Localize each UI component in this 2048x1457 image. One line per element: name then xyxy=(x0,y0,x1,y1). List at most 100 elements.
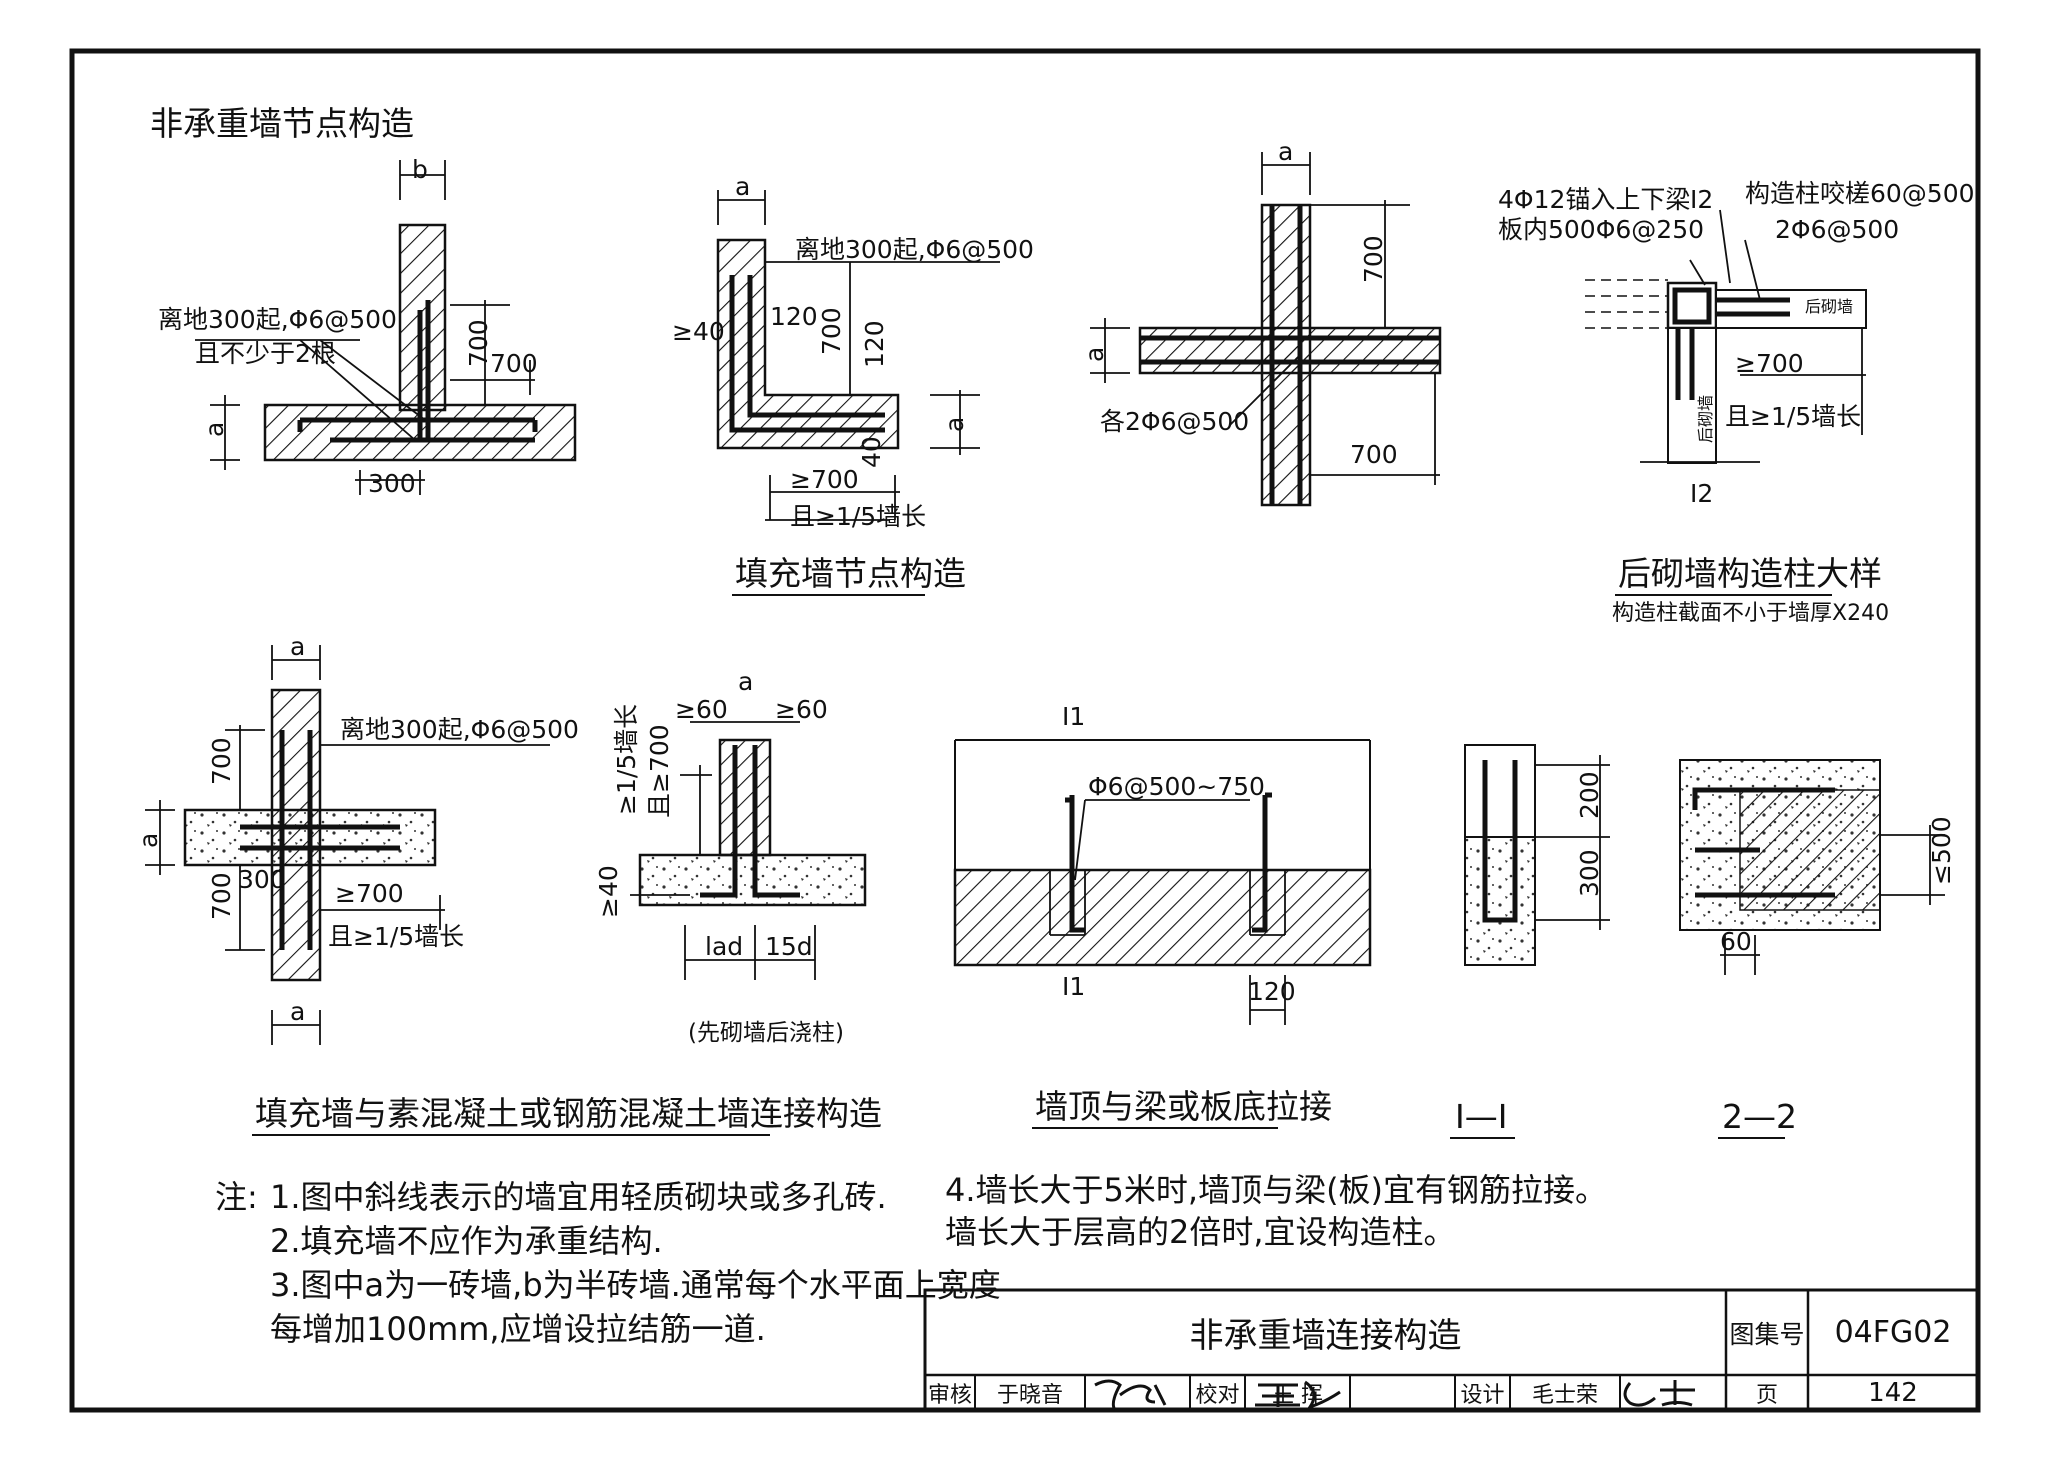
dim-a-top: a xyxy=(290,632,305,661)
dim-700-horizontal: 700 xyxy=(1350,440,1398,469)
dim-700: 700 xyxy=(817,307,846,355)
column-note: 构造柱咬槎60@500 xyxy=(1745,179,1975,208)
design-label: 设计 xyxy=(1460,1382,1505,1408)
note-2: 2.填充墙不应作为承重结构. xyxy=(270,1222,663,1260)
wall-right xyxy=(1715,289,1867,329)
wall-l-shape xyxy=(716,238,900,450)
wall-label-bottom: 后砌墙 xyxy=(1696,395,1715,443)
beam xyxy=(1464,744,1536,838)
checker-name: 王 挥 xyxy=(1272,1382,1323,1408)
detail-infill-concrete-cross: a 离地300起,Φ6@500 700 a 300 700 ≥700 且≥1/5… xyxy=(134,632,579,1045)
section-mark-top: I2 xyxy=(1690,185,1713,214)
wall-vertical xyxy=(718,738,772,857)
dim-200: 200 xyxy=(1575,771,1604,819)
signature-designer xyxy=(1623,1380,1695,1407)
caption-column: 后砌墙构造柱大样 xyxy=(1618,554,1882,593)
note-4a: 4.墙长大于5米时,墙顶与梁(板)宜有钢筋拉接。 xyxy=(945,1171,1608,1209)
dim-60: 60 xyxy=(1720,927,1752,956)
tie-note-2: 且不少于2根 xyxy=(195,339,336,368)
section-mark-bottom: I1 xyxy=(1062,972,1085,1001)
title-block-frame xyxy=(923,1288,1980,1412)
page-label: 页 xyxy=(1755,1382,1778,1408)
drawing-title: 非承重墙连接构造 xyxy=(1189,1316,1462,1356)
anchor-note-1: 4Φ12锚入上下梁 xyxy=(1498,185,1690,214)
caption-section-2: 2—2 xyxy=(1722,1097,1797,1136)
note-3b: 每增加100mm,应增设拉结筋一道. xyxy=(270,1310,766,1348)
dim-120: 120 xyxy=(1248,977,1296,1006)
dim-a-left: a xyxy=(134,833,163,848)
note-4b: 墙长大于层高的2倍时,宜设构造柱。 xyxy=(945,1213,1456,1251)
wall-label-right: 后砌墙 xyxy=(1805,297,1853,316)
dim-ge40: ≥40 xyxy=(594,865,623,918)
check-label: 校对 xyxy=(1195,1382,1240,1408)
caption-post-poured: (先砌墙后浇柱) xyxy=(688,1020,844,1046)
note-3a: 3.图中a为一砖墙,b为半砖墙.通常每个水平面上宽度 xyxy=(270,1266,1001,1304)
detail-post-poured-column: ≥60 a ≥60 ≥1/5墙长 且≥700 ≥40 lad 15d (先砌墙后… xyxy=(594,667,867,1046)
dim-120-b: 120 xyxy=(860,320,889,368)
tie-note: 离地300起,Φ6@500 xyxy=(795,235,1034,264)
dim-60-right: ≥60 xyxy=(775,695,828,724)
wall-section xyxy=(1464,836,1536,966)
dim-a: a xyxy=(735,172,750,201)
dim-a-bottom: a xyxy=(290,997,305,1026)
dim-ge700: 且≥700 xyxy=(645,724,674,818)
anchor-note-2: 板内500Φ6@250 xyxy=(1498,215,1704,244)
note-1: 1.图中斜线表示的墙宜用轻质砌块或多孔砖. xyxy=(270,1178,887,1216)
dim-a: a xyxy=(738,667,753,696)
atlas-label: 图集号 xyxy=(1729,1319,1805,1349)
dim-a-right: a xyxy=(940,417,969,432)
dim-ge700: ≥700 xyxy=(790,465,859,494)
dim-ge700: ≥700 xyxy=(335,879,404,908)
detail-cross-junction: a 700 a 各2Φ6@500 700 xyxy=(1080,137,1442,507)
section-mark-top: I1 xyxy=(1062,702,1085,731)
signature-reviewer xyxy=(1094,1379,1167,1411)
notes-prefix: 注: xyxy=(215,1178,258,1216)
dim-ratio: 且≥1/5墙长 xyxy=(1725,402,1861,431)
caption-wall-top: 墙顶与梁或板底拉接 xyxy=(1035,1087,1332,1126)
dim-a: a xyxy=(200,422,229,437)
detail-section-2: ≤500 60 xyxy=(1679,759,1956,975)
dim-500: ≤500 xyxy=(1927,816,1956,885)
section-mark-bottom: I2 xyxy=(1690,479,1713,508)
section-title: 非承重墙节点构造 xyxy=(150,104,414,143)
dim-ratio: ≥1/5墙长 xyxy=(612,704,641,815)
dim-300: 300 xyxy=(238,865,286,894)
dim-15d: 15d xyxy=(765,932,813,961)
dim-ge40: ≥40 xyxy=(672,317,725,346)
dim-700-horizontal: 700 xyxy=(490,349,538,378)
tie-note-1: 离地300起,Φ6@500 xyxy=(158,305,397,334)
dim-700-bottom: 700 xyxy=(207,872,236,920)
caption-section-1: I—I xyxy=(1455,1097,1507,1136)
caption-column-sub: 构造柱截面不小于墙厚X240 xyxy=(1612,601,1889,626)
dim-lad: lad xyxy=(705,932,743,961)
caption-infill-node: 填充墙节点构造 xyxy=(735,554,966,593)
rebar-note: Φ6@500~750 xyxy=(1088,772,1265,801)
dim-ratio: 且≥1/5墙长 xyxy=(328,922,464,951)
dim-700-top: 700 xyxy=(207,737,236,785)
dim-700-vertical: 700 xyxy=(464,319,493,367)
caption-connection: 填充墙与素混凝土或钢筋混凝土墙连接构造 xyxy=(255,1094,882,1133)
page-number: 142 xyxy=(1868,1377,1918,1408)
dim-120-a: 120 xyxy=(770,302,818,331)
reviewer-name: 于晓音 xyxy=(996,1382,1063,1408)
detail-t-junction: b 离地300起,Φ6@500 且不少于2根 700 700 a 300 xyxy=(158,155,577,498)
designer-name: 毛士荣 xyxy=(1531,1382,1598,1408)
review-label: 审核 xyxy=(927,1382,972,1408)
detail-section-1: 200 300 xyxy=(1464,744,1610,966)
dim-60-left: ≥60 xyxy=(675,695,728,724)
rebar-note: 各2Φ6@500 xyxy=(1100,407,1249,436)
dim-300: 300 xyxy=(368,469,416,498)
wall-hatched xyxy=(1739,789,1881,911)
dim-a: a xyxy=(1278,137,1293,166)
tie-note: 离地300起,Φ6@500 xyxy=(340,715,579,744)
atlas-number: 04FG02 xyxy=(1834,1315,1952,1350)
detail-column: 4Φ12锚入上下梁 板内500Φ6@250 I2 构造柱咬槎60@500 2Φ6… xyxy=(1498,179,1975,508)
tie-note: 2Φ6@500 xyxy=(1775,215,1899,244)
signature-checker xyxy=(1255,1380,1341,1410)
detail-wall-top: I1 Φ6@500~750 I1 120 xyxy=(953,702,1372,1025)
detail-l-corner: a 离地300起,Φ6@500 ≥40 120 700 120 a 40 ≥70… xyxy=(672,172,1034,531)
dim-ge700: ≥700 xyxy=(1735,349,1804,378)
dim-40: 40 xyxy=(857,436,886,468)
dim-700-vertical: 700 xyxy=(1359,235,1388,283)
